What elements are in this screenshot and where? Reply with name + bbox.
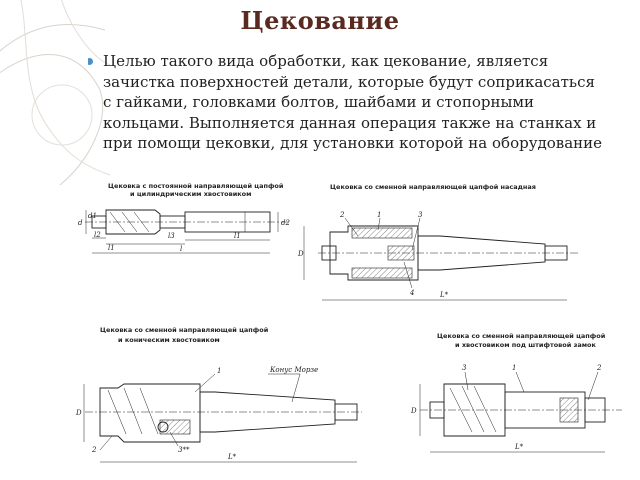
figure-4-caption-line-1: Цековка со сменной направляющей цапфой [437, 332, 606, 340]
figure-3-label-morse-taper: Конус Морзе [269, 366, 318, 374]
bullet-dot-icon [88, 58, 93, 65]
figure-3-label-1: 1 [217, 367, 221, 375]
figure-3-caption-line-1: Цековка со сменной направляющей цапфой [100, 326, 269, 334]
figure-2-label-2: 2 [339, 211, 345, 219]
figure-2-label-1: 1 [377, 211, 381, 219]
figure-1-caption-line-1: Цековка с постоянной направляющей цапфой [108, 182, 284, 190]
figure-1-label-l1: l1 [234, 232, 241, 240]
figure-3-label-3: 3** [178, 446, 190, 454]
figure-4-caption-line-2: и хвостовиком под штифтовой замок [455, 341, 597, 349]
figure-4-label-1: 1 [512, 364, 516, 372]
figure-4-label-3: 3 [462, 364, 467, 372]
figure-1-counterbore-fixed-pilot: Цековка с постоянной направляющей цапфой… [72, 180, 300, 260]
figure-2-caption: Цековка со сменной направляющей цапфой н… [330, 183, 536, 191]
figure-1-label-l: l [180, 245, 182, 253]
figure-4-label-D: D [410, 407, 417, 415]
figure-2-label-L: L* [439, 291, 449, 299]
figure-3-label-L: L* [227, 453, 237, 461]
figure-1-label-l3: l3 [168, 232, 175, 240]
figure-2-counterbore-shell-type: Цековка со сменной направляющей цапфой н… [297, 180, 600, 310]
figure-4-counterbore-pin-lock-shank: Цековка со сменной направляющей цапфой и… [375, 326, 625, 476]
bullet-text: Целью такого вида обработки, как цекован… [103, 52, 603, 153]
figure-3-label-2: 2 [91, 446, 97, 454]
figure-1-caption-line-2: и цилиндрическим хвостовиком [130, 190, 251, 198]
slide-title: Цекование [240, 6, 400, 35]
figure-1-label-d2: d2 [281, 219, 290, 227]
figure-2-label-D: D [297, 250, 304, 258]
figure-3-caption-line-2: и коническим хвостовиком [118, 336, 220, 344]
figure-3-label-D: D [75, 409, 82, 417]
figure-1-label-l2-a: l2 [94, 231, 101, 239]
figure-2-label-3: 3 [418, 211, 423, 219]
figure-1-label-l2-b: l1 [108, 244, 115, 252]
figure-4-label-L: L* [514, 443, 524, 451]
figure-3-counterbore-taper-shank: Цековка со сменной направляющей цапфой и… [75, 320, 370, 480]
figure-2-label-4: 4 [409, 289, 414, 297]
bullet-paragraph: Целью такого вида обработки, как цекован… [88, 51, 608, 176]
figure-1-label-d1: d1 [88, 212, 97, 220]
figure-1-label-d: d [78, 219, 83, 227]
figure-4-label-2: 2 [596, 364, 602, 372]
